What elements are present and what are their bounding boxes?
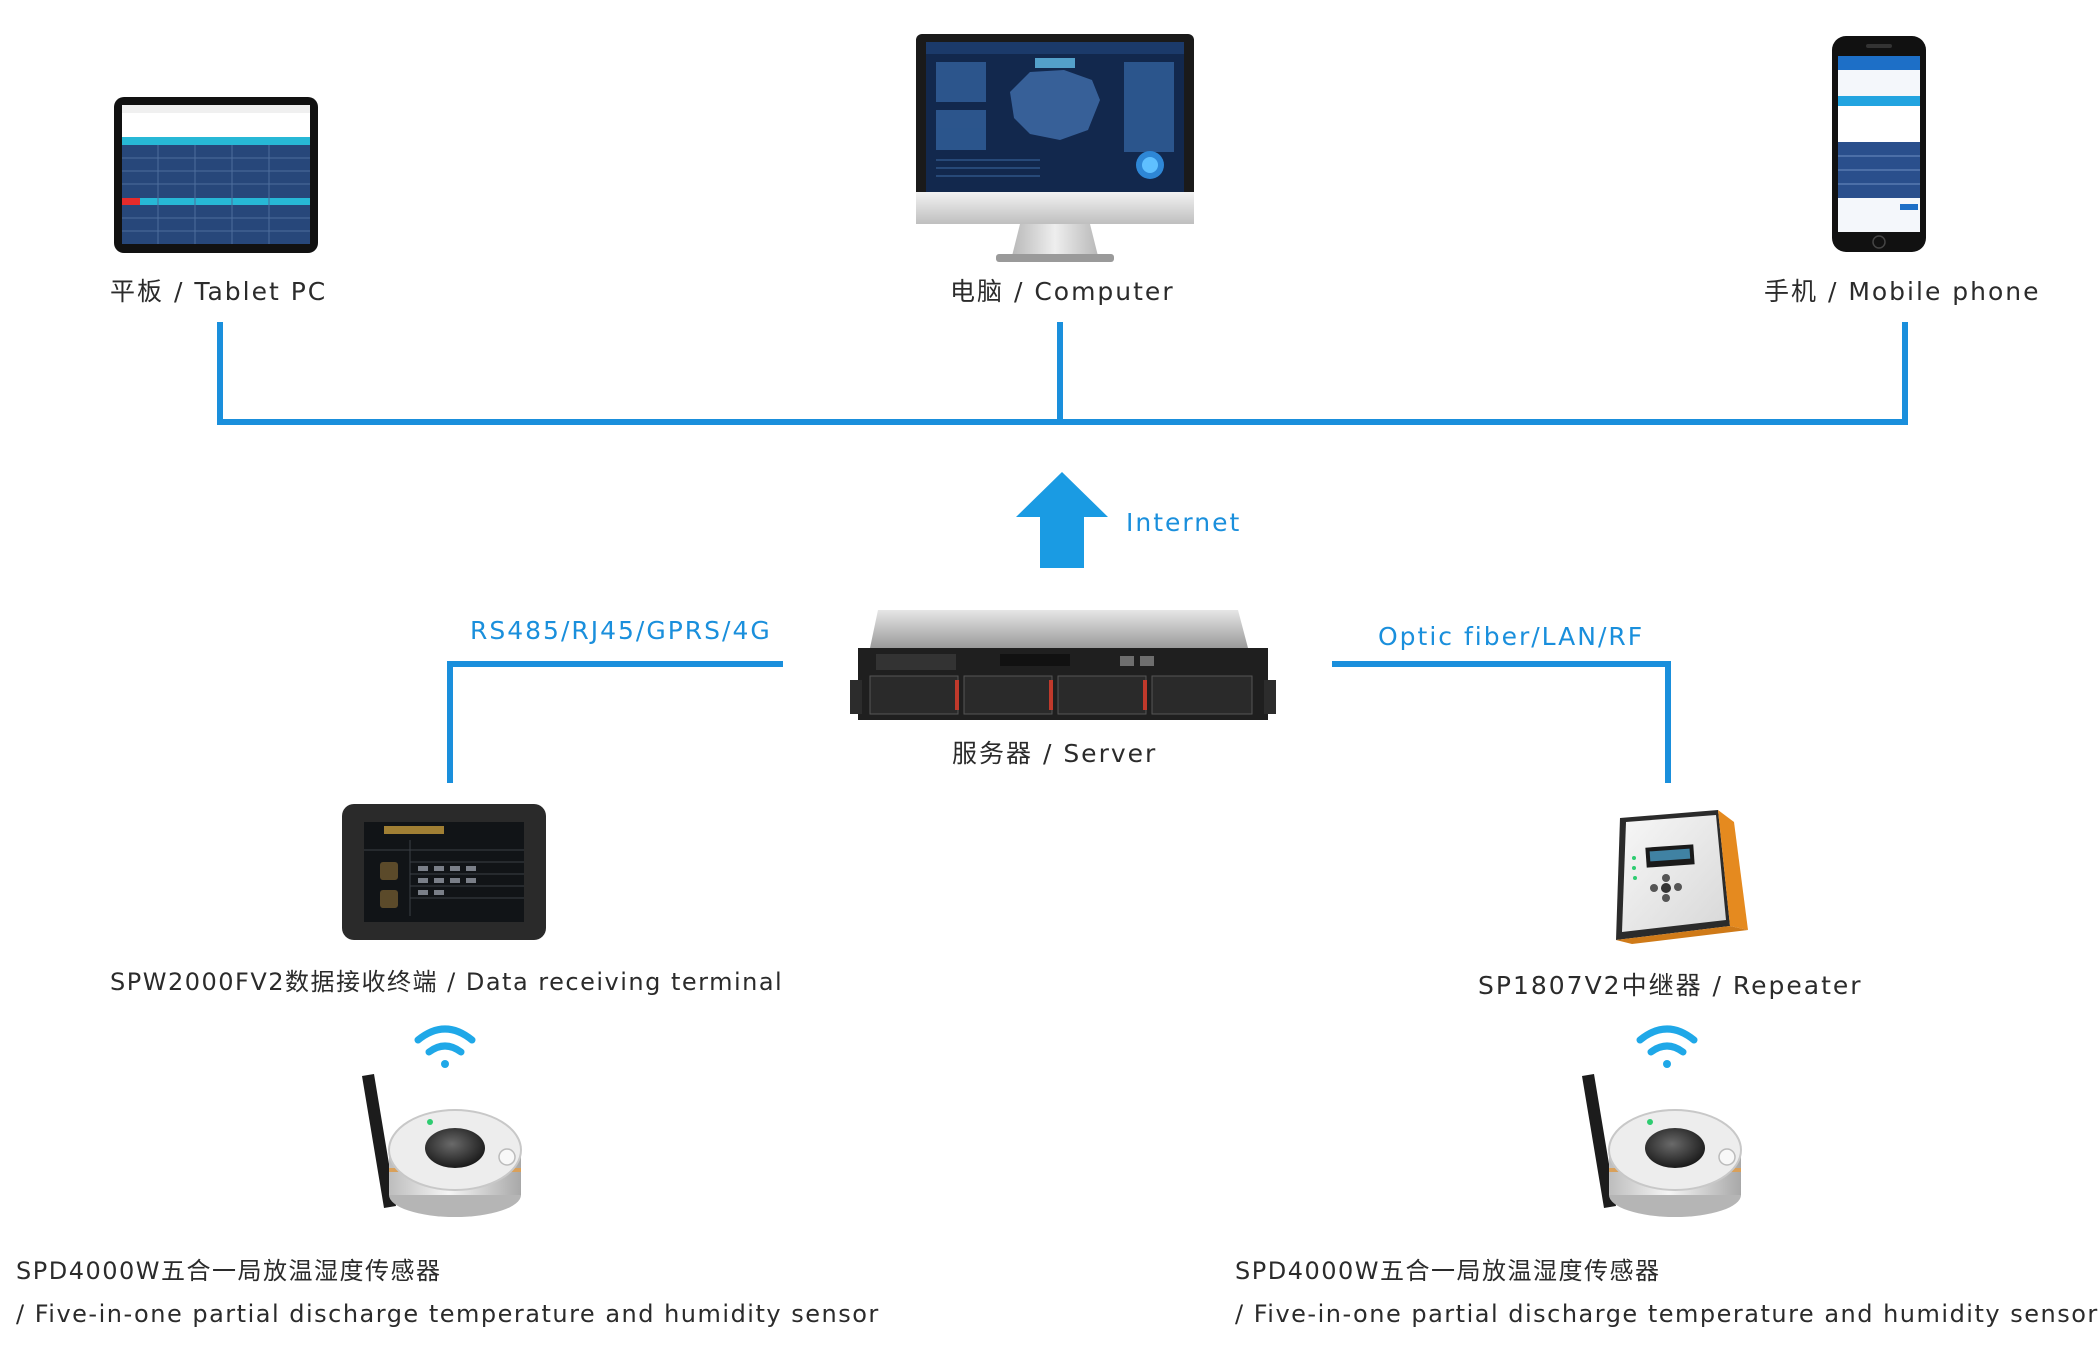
sensor-left-label: SPD4000W五合一局放温湿度传感器 / Five-in-one partia… [16, 1250, 880, 1336]
left-link-line [447, 661, 783, 783]
sensor-right-line1: SPD4000W五合一局放温湿度传感器 [1235, 1257, 1661, 1285]
wifi-icon [1636, 1025, 1698, 1068]
connection-lines [217, 322, 1908, 783]
sensor-right-line2: / Five-in-one partial discharge temperat… [1235, 1300, 2099, 1328]
smartphone-icon [1832, 36, 1926, 252]
right-link-line [1332, 661, 1671, 783]
sensor-right-label: SPD4000W五合一局放温湿度传感器 / Five-in-one partia… [1235, 1250, 2099, 1336]
repeater-box-icon [1616, 810, 1748, 944]
left-link-label: RS485/RJ45/GPRS/4G [470, 616, 772, 645]
terminal-label: SPW2000FV2数据接收终端 / Data receiving termin… [110, 968, 784, 996]
tablet-label: 平板 / Tablet PC [110, 277, 328, 306]
touch-terminal-icon [342, 804, 546, 940]
computer-label: 电脑 / Computer [950, 277, 1175, 306]
up-arrow-icon [1016, 472, 1108, 568]
right-link-label: Optic fiber/LAN/RF [1378, 622, 1645, 651]
wireless-sensor-icon [362, 1074, 522, 1217]
sensor-left-line2: / Five-in-one partial discharge temperat… [16, 1300, 880, 1328]
internet-label: Internet [1126, 508, 1242, 537]
server-label: 服务器 / Server [952, 739, 1158, 768]
tablet-icon [114, 97, 318, 253]
repeater-label: SP1807V2中继器 / Repeater [1478, 971, 1863, 1000]
phone-label: 手机 / Mobile phone [1764, 277, 2041, 306]
sensor-left-line1: SPD4000W五合一局放温湿度传感器 [16, 1257, 442, 1285]
rack-server-icon [850, 610, 1276, 720]
wifi-icon [414, 1025, 476, 1068]
wireless-sensor-icon [1582, 1074, 1742, 1217]
monitor-icon [916, 34, 1194, 262]
